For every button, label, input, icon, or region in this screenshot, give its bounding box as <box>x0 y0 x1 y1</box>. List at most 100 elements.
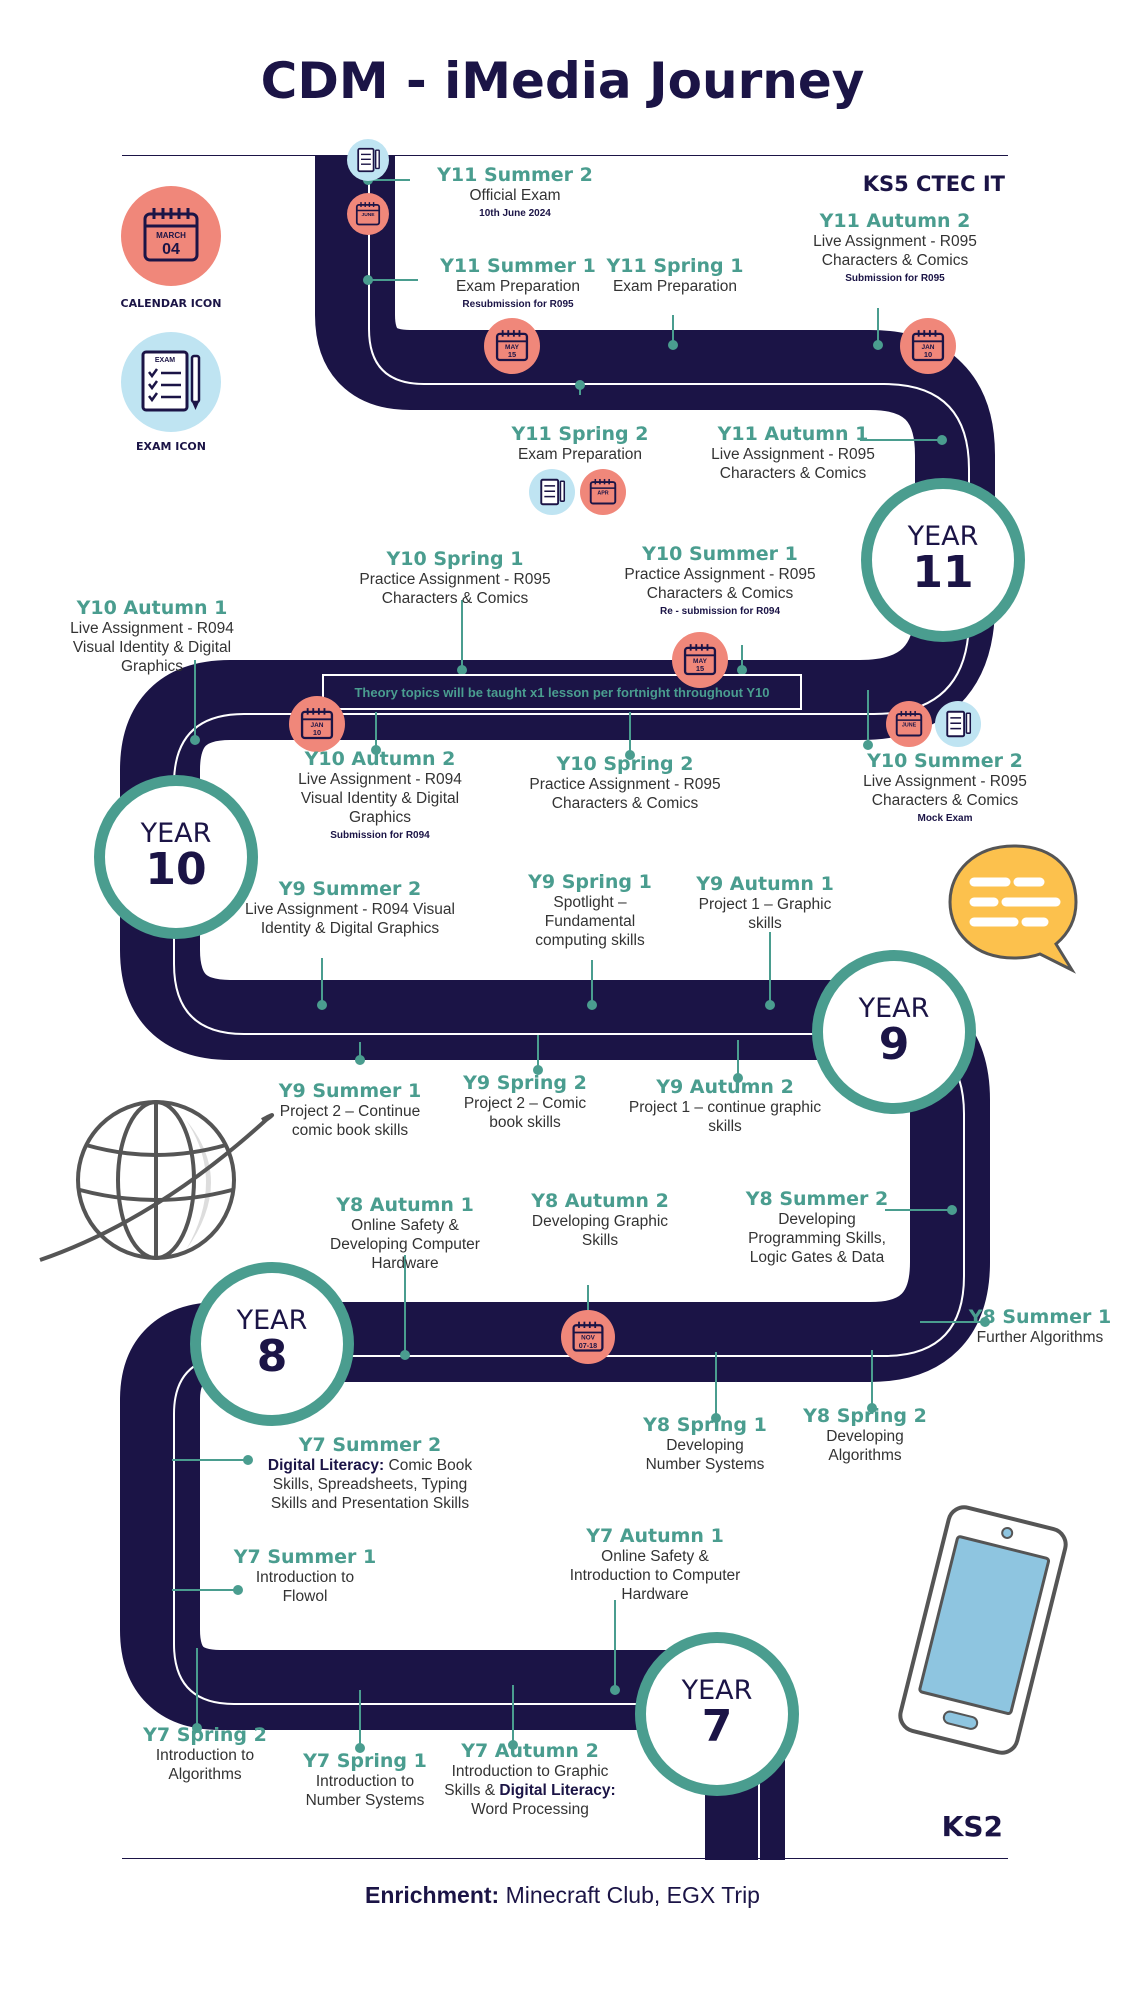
enrichment-text: Minecraft Club, EGX Trip <box>499 1882 760 1908</box>
year-8-label: YEAR <box>236 1305 308 1337</box>
enrichment-line: Enrichment: Minecraft Club, EGX Trip <box>0 1882 1125 1909</box>
ks2-label: KS2 <box>941 1810 1003 1843</box>
connector-dot <box>980 1317 990 1327</box>
calendar-legend-icon: MARCH 04 <box>121 186 221 286</box>
connector-dot <box>737 665 747 675</box>
connector-dot <box>610 1685 620 1695</box>
connector-dot <box>243 1455 253 1465</box>
exam-legend-word: EXAM <box>155 357 175 364</box>
year-11-label: YEAR <box>907 521 979 553</box>
year-7-label: YEAR <box>681 1675 753 1707</box>
connector-dot <box>867 1403 877 1413</box>
connector-dot <box>400 1350 410 1360</box>
tablet-icon <box>888 1505 1078 1755</box>
calendar-badge-day: 07-18 <box>579 1341 597 1350</box>
exam-legend-icon: EXAM <box>121 332 221 432</box>
calendar-badge-day: 10 <box>313 728 321 737</box>
connector-dot <box>873 340 883 350</box>
connector-dot <box>355 1055 365 1065</box>
calendar-badge-month: APR <box>597 490 608 496</box>
year-8-number: 8 <box>256 1331 288 1383</box>
calendar-badge-month: JAN <box>921 344 934 351</box>
connector-dot <box>190 735 200 745</box>
calendar-badge-month: NOV <box>581 1335 595 1342</box>
connector-dot <box>317 1000 327 1010</box>
calendar-badge-day: 15 <box>696 664 704 673</box>
connector-dot <box>371 745 381 755</box>
exam-badge-icon <box>529 469 575 515</box>
calendar-badge-month: MAY <box>693 658 708 665</box>
connector-dot <box>508 1740 518 1750</box>
calendar-legend-label: CALENDAR ICON <box>120 297 222 310</box>
theory-banner: Theory topics will be taught x1 lesson p… <box>322 674 802 710</box>
year-7-number: 7 <box>701 1701 733 1753</box>
road <box>120 155 995 1874</box>
speech-bubble-icon <box>944 840 1084 980</box>
connectors <box>172 175 990 1753</box>
calendar-legend-day: 04 <box>162 241 180 258</box>
road-band <box>120 155 995 1860</box>
year-9-number: 9 <box>878 1019 910 1071</box>
calendar-badge-icon: JUNE <box>347 193 389 235</box>
connector-dot <box>457 665 467 675</box>
calendar-badge-icon: JUNE <box>886 701 932 747</box>
year-11-number: 11 <box>912 547 974 599</box>
connector-dot <box>937 435 947 445</box>
connector-dot <box>587 1000 597 1010</box>
connector-dot <box>533 1065 543 1075</box>
connector-dot <box>711 1413 721 1423</box>
calendar-badge-day: 10 <box>924 350 932 359</box>
calendar-badge-month: JUNE <box>902 722 917 728</box>
bottom-divider <box>122 1858 1008 1859</box>
exam-badge-icon <box>347 139 389 181</box>
globe-icon <box>36 1090 276 1280</box>
connector-dot <box>863 740 873 750</box>
calendar-legend-month: MARCH <box>156 231 186 240</box>
connector-dot <box>575 380 585 390</box>
connector-dot <box>765 1000 775 1010</box>
connector-dot <box>733 1073 743 1083</box>
exam-badge-icon <box>935 701 981 747</box>
connector-dot <box>233 1585 243 1595</box>
connector-dot <box>355 1743 365 1753</box>
calendar-badge-month: JAN <box>310 722 323 729</box>
exam-legend-label: EXAM ICON <box>135 440 206 453</box>
connector-dot <box>947 1205 957 1215</box>
connector-dot <box>625 750 635 760</box>
calendar-badge-day: 15 <box>508 350 516 359</box>
page-title: CDM - iMedia Journey <box>260 52 865 110</box>
enrichment-label: Enrichment: <box>365 1882 500 1908</box>
ks5-label: KS5 CTEC IT <box>862 172 1005 196</box>
year-9-label: YEAR <box>858 993 930 1025</box>
calendar-badge-month: MAY <box>505 344 520 351</box>
